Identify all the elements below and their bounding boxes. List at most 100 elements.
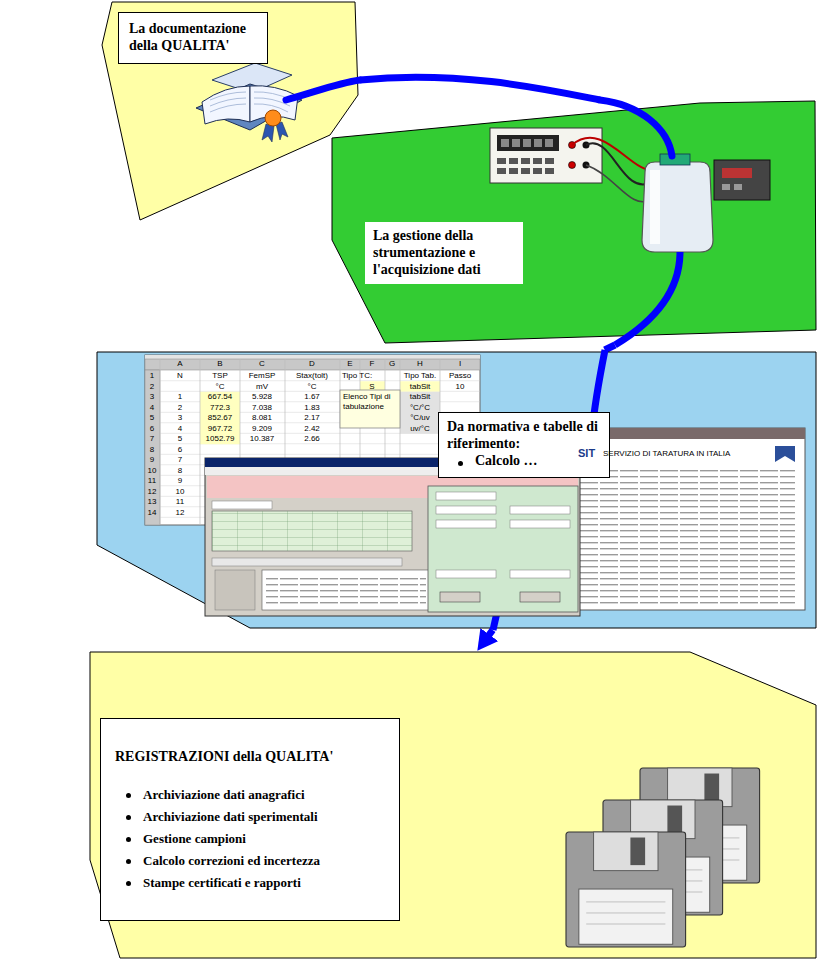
certificate-screenshot [575,468,795,604]
screenshot-text: 2 [150,382,154,392]
thermometer-device [722,184,730,190]
bullet-dot [126,859,131,864]
wire [572,138,656,171]
screenshot-text: 6 [150,424,154,434]
screenshot-text: Stax(tolt) [296,371,328,381]
wire [586,165,650,202]
screenshot-text: 1 [178,392,182,402]
text-box: La documentazione della QUALITA' [118,12,268,64]
screenshot-text: 13 [148,497,157,507]
bullet-dot [126,815,131,820]
spreadsheet-screenshot [200,392,240,445]
multimeter-illustration [545,139,553,147]
multimeter-illustration [490,128,602,183]
text-box: Da normativa e tabelle di riferimento:Ca… [438,412,610,478]
screenshot-text: Elenco Tipi di tabulazione [343,392,399,412]
multimeter-illustration [497,158,506,164]
spreadsheet-screenshot [145,355,480,359]
book-illustration [265,110,281,126]
screenshot-text: C [259,359,265,369]
screenshot-text: 4 [150,403,154,413]
screenshot-text: 10.387 [250,434,274,444]
floppy-disks [566,768,760,947]
application-screenshot [436,492,496,500]
screenshot-text: 7 [150,434,154,444]
screenshot-text: 9 [150,455,154,465]
screenshot-text: H [417,359,423,369]
application-screenshot [436,520,496,528]
screenshot-text: 7 [178,455,182,465]
spreadsheet-screenshot [400,381,440,392]
floppy-disks [566,832,686,947]
screenshot-text: 8.081 [252,413,272,423]
screenshot-text: FemSP [249,371,276,381]
text-box: REGISTRAZIONI della QUALITA'Archiviazion… [100,718,400,921]
application-screenshot [205,458,580,616]
application-screenshot [510,506,570,514]
region-node: Da normativa e tabelle di riferimento:Ca… [95,350,818,630]
tube-connector [360,77,600,100]
screenshot-text: G [389,359,395,369]
screenshot-text: Tipo Tab. [404,371,436,381]
screenshot-text: 11 [148,476,156,486]
multimeter-illustration [521,158,530,164]
screenshot-text: 7.038 [252,403,272,413]
tube-connector [484,630,492,641]
application-screenshot [212,511,412,551]
region-node: REGISTRAZIONI della QUALITA'Archiviazion… [88,650,818,963]
tube [615,252,680,345]
multimeter-illustration [509,158,518,164]
screenshot-text: TSP [212,371,228,381]
spreadsheet-screenshot [145,359,480,370]
multimeter-illustration [501,139,509,147]
screenshot-text: 5 [150,413,154,423]
screenshot-text: 1.67 [304,392,320,402]
dewar-bottle [650,170,660,244]
multimeter-illustration [521,168,530,174]
application-screenshot [436,506,496,514]
application-screenshot [436,570,496,578]
screenshot-text: 14 [148,508,157,518]
multimeter-illustration [545,168,554,174]
region-illustration [95,350,818,630]
item-text: Archiviazione dati anagrafici [143,784,387,806]
multimeter-illustration [497,135,559,151]
region-outline [102,2,358,220]
multimeter-illustration [497,168,506,174]
screenshot-text: mV [256,382,268,392]
spreadsheet-screenshot [145,370,160,525]
screenshot-text: 10 [456,382,465,392]
screenshot-text: 2 [178,403,182,413]
item-text: Archiviazione dati sperimentali [143,806,387,828]
multimeter-illustration [569,162,576,169]
screenshot-text: 10 [148,466,157,476]
screenshot-text: 11 [176,497,184,507]
screenshot-text: uv/°C [410,424,430,434]
heading-text: La documentazione della QUALITA' [129,21,257,55]
screenshot-text: 8 [150,445,154,455]
text-box: La gestione della strumentazione e l'acq… [365,222,523,284]
screenshot-text: 12 [148,487,157,497]
screenshot-text: 9 [178,476,182,486]
thermometer-device [714,160,770,200]
screenshot-text: 12 [176,508,185,518]
application-screenshot [262,570,432,610]
spreadsheet-screenshot [400,392,440,434]
screenshot-text: S [369,382,374,392]
screenshot-text: °C [216,382,225,392]
screenshot-text: SERVIZIO DI TARATURA IN ITALIA [603,449,730,459]
wire [586,143,652,184]
multimeter-illustration [490,128,602,183]
application-screenshot [440,592,480,602]
screenshot-text: E [347,359,352,369]
multimeter-illustration [523,139,531,147]
heading-text: La gestione della strumentazione e l'acq… [373,228,515,278]
screenshot-text: 1 [150,371,154,381]
application-screenshot [215,570,255,610]
bullet-dot [126,881,131,886]
multimeter-illustration [509,168,518,174]
item-text: Gestione campioni [143,828,387,850]
application-screenshot [212,558,402,566]
screenshot-text: tabSit [410,392,430,402]
screenshot-text: SIT [578,447,595,460]
